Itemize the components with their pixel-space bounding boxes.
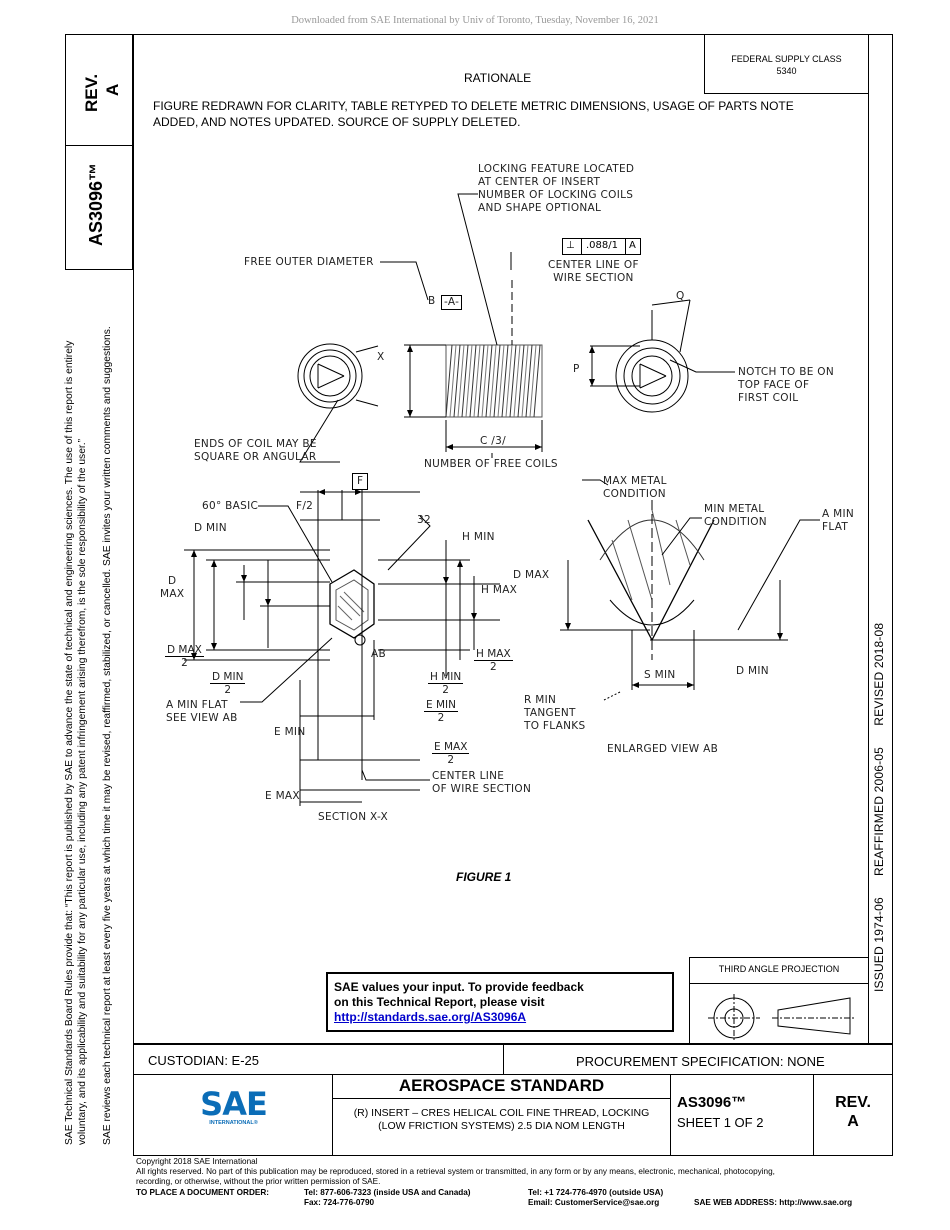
d-max-label-right: D MAX [513, 569, 550, 581]
coil-side-view [380, 193, 543, 458]
feedback-box [326, 972, 674, 1032]
locking-feature-note: LOCKING FEATURE LOCATED AT CENTER OF INS… [478, 163, 635, 214]
web-address: SAE WEB ADDRESS: http://www.sae.org [694, 1198, 853, 1207]
left-tab-frame [65, 34, 133, 270]
enlarged-view-ab [560, 479, 820, 701]
part-description-2: (LOW FRICTION SYSTEMS) 2.5 DIA NOM LENGT… [378, 1120, 625, 1132]
logo-divider [332, 1074, 333, 1156]
free-coils-label: NUMBER OF FREE COILS [424, 458, 558, 470]
procurement: PROCUREMENT SPECIFICATION: NONE [576, 1054, 825, 1069]
r-min-note: R MIN TANGENT TO FLANKS [524, 694, 586, 732]
figure-caption: FIGURE 1 [456, 870, 512, 884]
section-xx-view [184, 490, 500, 806]
d-max-label-left: D MAX [160, 575, 185, 600]
d-min-right-label: D MIN [736, 665, 769, 677]
tolerance-frame: ⊥ .088/1 A [562, 238, 641, 255]
right-strip-divider [868, 34, 869, 1044]
tel-us: Tel: 877-606-7323 (inside USA and Canada… [304, 1188, 471, 1197]
custodian: CUSTODIAN: E-25 [148, 1053, 260, 1068]
rationale-title: RATIONALE [464, 71, 532, 85]
a-min-flat-note: A MIN FLAT [822, 508, 855, 533]
e-max-label: E MAX [265, 790, 300, 802]
sixty-basic-label: 60° BASIC [202, 500, 259, 512]
h-max-label: H MAX [481, 584, 518, 596]
footer-rev-value: A [847, 1113, 859, 1130]
part-description-1: (R) INSERT – CRES HELICAL COIL FINE THRE… [353, 1107, 650, 1119]
feedback-line2: on this Technical Report, please visit [334, 995, 545, 1009]
projection-divider [689, 983, 869, 984]
center-line-wire-note-2: CENTER LINE OF WIRE SECTION [432, 770, 532, 795]
d-min-label: D MIN [194, 522, 227, 534]
ends-of-coil-note: ENDS OF COIL MAY BE SQUARE OR ANGULAR [194, 438, 317, 463]
feedback-line1: SAE values your input. To provide feedba… [334, 980, 584, 994]
copyright-line2: All rights reserved. No part of this pub… [136, 1167, 775, 1176]
federal-supply-label: FEDERAL SUPPLY CLASS [731, 54, 842, 64]
a-min-flat-view-note: A MIN FLAT SEE VIEW AB [166, 699, 238, 724]
c3-label: C /3/ [480, 435, 506, 447]
fax: Fax: 724-776-0790 [304, 1198, 375, 1207]
thirty-two-label: 32 [417, 514, 431, 526]
sae-logo: SAE INTERNATIONAL® [200, 1085, 268, 1126]
footer-rev-label: REV. [835, 1094, 871, 1111]
tel-international: Tel: +1 724-776-4970 (outside USA) [528, 1188, 664, 1197]
custodian-row-divider [133, 1074, 893, 1075]
title-underline [333, 1098, 670, 1099]
f2-label: F/2 [296, 500, 314, 512]
third-angle-projection-icon [708, 994, 856, 1040]
datum-b: B [428, 295, 436, 307]
f-box: F [352, 473, 369, 490]
perpendicularity-icon: ⊥ [566, 240, 575, 251]
footer-block [133, 1044, 893, 1156]
copyright-line1: Copyright 2018 SAE International [136, 1157, 258, 1166]
enlarged-view-label: ENLARGED VIEW AB [607, 743, 719, 755]
email: Email: CustomerService@sae.org [528, 1198, 660, 1207]
main-frame [133, 34, 893, 1044]
download-note: Downloaded from SAE International by Uni… [291, 15, 659, 26]
ab-label: AB [371, 648, 386, 660]
section-xx-label: SECTION X-X [318, 811, 389, 823]
rev-divider [813, 1074, 814, 1156]
notch-note: NOTCH TO BE ON TOP FACE OF FIRST COIL [738, 366, 834, 404]
copyright-block: Copyright 2018 SAE International All rig… [136, 1157, 906, 1187]
coil-end-view-left [297, 343, 379, 463]
h-min-label: H MIN [462, 531, 495, 543]
q-label: Q [676, 290, 685, 302]
rationale-line1: FIGURE REDRAWN FOR CLARITY, TABLE RETYPE… [153, 99, 794, 113]
free-outer-diameter-label: FREE OUTER DIAMETER [244, 256, 374, 268]
e-min-label: E MIN [274, 726, 306, 738]
title-divider [670, 1074, 671, 1156]
sheet-number: SHEET 1 OF 2 [677, 1115, 764, 1130]
p-label: P [573, 363, 580, 375]
custodian-divider [503, 1044, 504, 1074]
federal-supply-box [704, 34, 869, 94]
center-line-wire-note: CENTER LINE OF WIRE SECTION [548, 259, 639, 284]
order-label: TO PLACE A DOCUMENT ORDER: [136, 1188, 269, 1197]
feedback-link[interactable]: http://standards.sae.org/AS3096A [334, 1010, 527, 1024]
min-metal-note: MIN METAL CONDITION [704, 503, 767, 528]
footer-doc-number: AS3096™ [677, 1094, 747, 1111]
rationale-line2: ADDED, AND NOTES UPDATED. SOURCE OF SUPP… [153, 115, 521, 129]
s-min-label: S MIN [644, 669, 676, 681]
federal-supply-value: 5340 [776, 66, 797, 76]
copyright-line3: recording, or otherwise, without the pri… [136, 1177, 381, 1186]
x-label: X [377, 351, 385, 363]
projection-label: THIRD ANGLE PROJECTION [718, 964, 840, 974]
aerospace-standard-title: AEROSPACE STANDARD [398, 1076, 605, 1095]
datum-a: -A- [441, 295, 463, 310]
max-metal-note: MAX METAL CONDITION [603, 475, 667, 500]
left-tab-divider [65, 145, 133, 146]
coil-end-view-right [590, 299, 735, 413]
